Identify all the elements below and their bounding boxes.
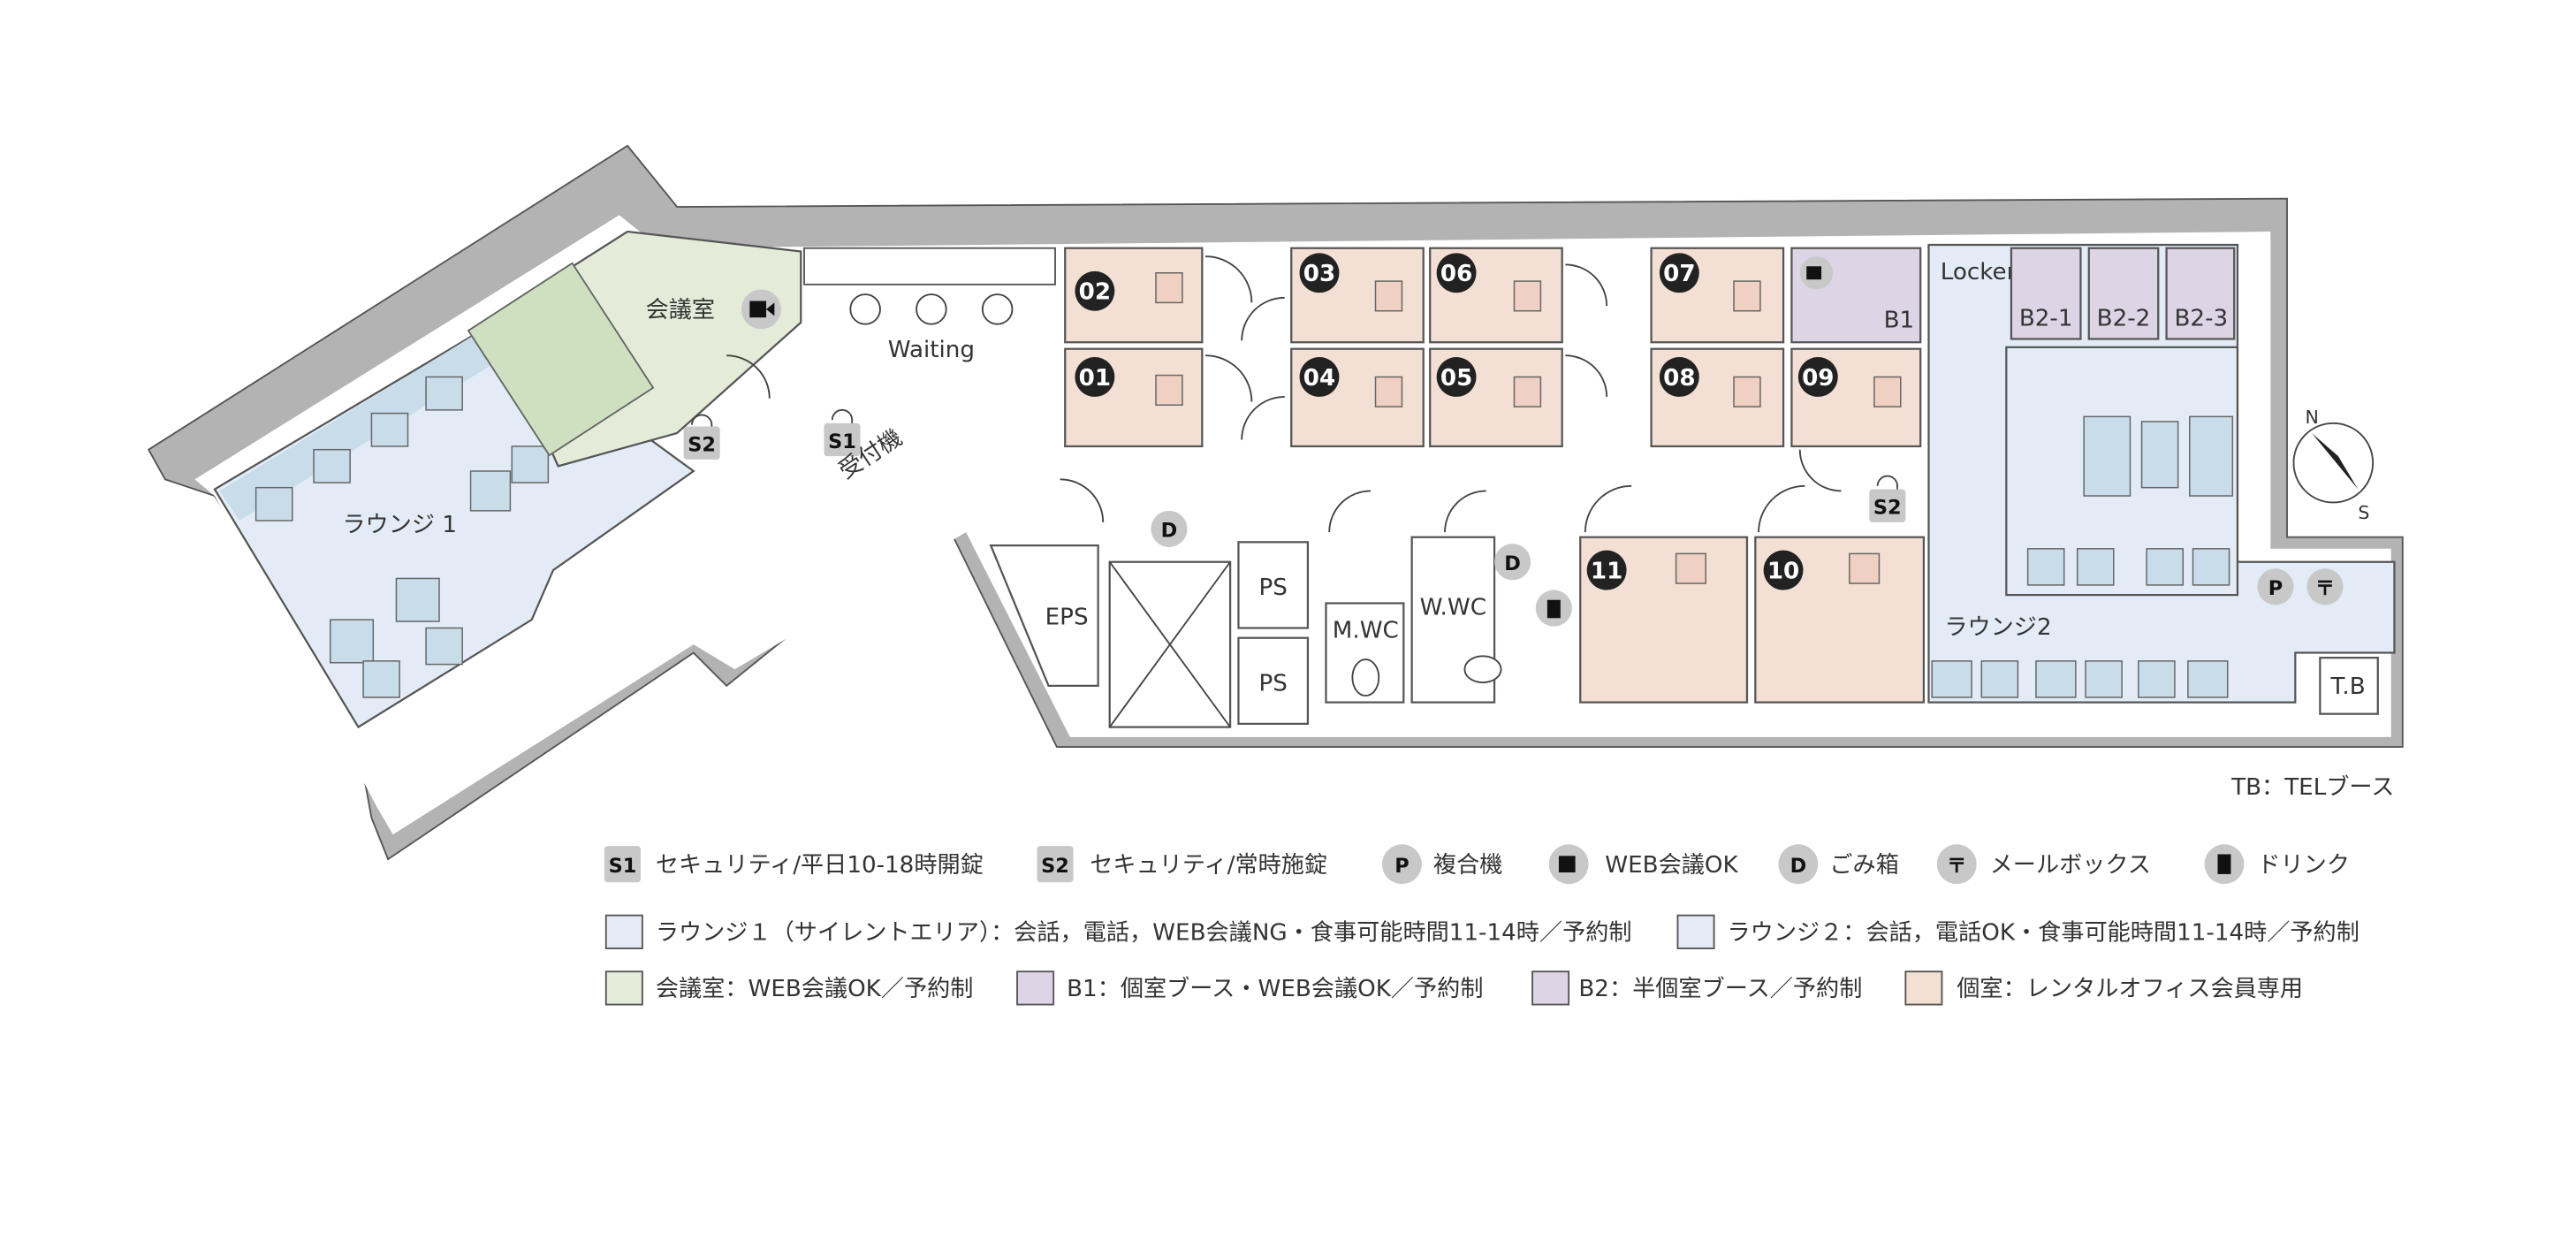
ps-label: PS [1258, 671, 1287, 697]
svg-text:02: 02 [1079, 279, 1111, 306]
svg-text:S2: S2 [1041, 855, 1069, 878]
svg-text:S2: S2 [688, 434, 716, 457]
legend-s2: S2 セキュリティ/常時施錠 [1037, 846, 1327, 883]
svg-text:メールボックス: メールボックス [1990, 852, 2151, 879]
legend-drink: ドリンク [2204, 844, 2350, 885]
waiting-stools [849, 293, 1014, 325]
locker-label: Locker [1941, 259, 2017, 285]
legend-meeting-room: 会議室：WEB会議OK／予約制 [604, 971, 974, 1006]
elevator [1108, 560, 1232, 728]
svg-text:複合機: 複合機 [1433, 852, 1502, 879]
mailbox-icon: 〒 [2306, 568, 2344, 605]
mwc-label: M.WC [1333, 618, 1399, 644]
svg-text:ドリンク: ドリンク [2257, 852, 2350, 879]
security-lock-s2-icon[interactable]: S2 [1869, 475, 1906, 522]
legend-mailbox: 〒 メールボックス [1936, 844, 2151, 885]
legend: S1 セキュリティ/平日10-18時開錠 S2 セキュリティ/常時施錠 P 複合機 W… [604, 844, 2350, 885]
svg-text:ごみ箱: ごみ箱 [1829, 852, 1898, 879]
trash-icon: D [1494, 544, 1531, 581]
svg-text:D: D [1504, 552, 1521, 575]
ps-label: PS [1258, 575, 1287, 601]
tel-booth[interactable] [2319, 657, 2379, 715]
booth-numbers: 02 01 03 04 05 06 07 08 09 10 11 [1075, 253, 1838, 590]
security-lock-s1-icon[interactable]: S1 [824, 408, 861, 457]
svg-text:ラウンジ２：会話，電話OK・食事可能時間11-14時／予約制: ラウンジ２：会話，電話OK・食事可能時間11-14時／予約制 [1728, 920, 2359, 947]
svg-text:〒: 〒 [2315, 577, 2335, 600]
svg-text:05: 05 [1440, 365, 1472, 392]
svg-text:個室：レンタルオフィス会員専用: 個室：レンタルオフィス会員専用 [1957, 976, 2303, 1002]
svg-text:会議室：WEB会議OK／予約制: 会議室：WEB会議OK／予約制 [656, 976, 974, 1002]
private-booths [1064, 247, 1926, 704]
svg-text:07: 07 [1663, 261, 1695, 287]
svg-text:〒: 〒 [1947, 855, 1966, 878]
wwc-label: W.WC [1420, 595, 1486, 621]
b1-label: B1 [1884, 307, 1915, 333]
b2-2-label: B2-2 [2097, 306, 2151, 332]
svg-text:03: 03 [1303, 261, 1335, 287]
svg-text:B1：個室ブース・WEB会議OK／予約制: B1：個室ブース・WEB会議OK／予約制 [1067, 976, 1483, 1002]
b2-1-label: B2-1 [2019, 306, 2073, 332]
lounge2-seats [1931, 415, 2234, 698]
svg-text:S2: S2 [1873, 497, 1902, 520]
svg-text:セキュリティ/平日10-18時開錠: セキュリティ/平日10-18時開錠 [656, 852, 984, 879]
legend-printer: P 複合機 [1382, 844, 1502, 885]
svg-text:04: 04 [1303, 365, 1335, 392]
area-legend: ラウンジ１（サイレントエリア）：会話，電話，WEB会議NG・食事可能時間11-1… [604, 914, 2359, 1006]
legend-lounge1: ラウンジ１（サイレントエリア）：会話，電話，WEB会議NG・食事可能時間11-1… [604, 914, 1632, 949]
legend-b2: B2：半個室ブース／予約制 [1531, 971, 1862, 1006]
tb-label: T.B [2330, 674, 2366, 700]
drink-icon [1535, 590, 1572, 627]
svg-text:B2：半個室ブース／予約制: B2：半個室ブース／予約制 [1578, 976, 1862, 1002]
legend-private-room: 個室：レンタルオフィス会員専用 [1904, 971, 2303, 1006]
svg-text:D: D [1161, 520, 1178, 543]
legend-trash: D ごみ箱 [1778, 844, 1899, 885]
svg-text:ラウンジ１（サイレントエリア）：会話，電話，WEB会議NG・: ラウンジ１（サイレントエリア）：会話，電話，WEB会議NG・食事可能時間11-1… [656, 920, 1632, 947]
legend-b1: B1：個室ブース・WEB会議OK／予約制 [1016, 971, 1483, 1006]
svg-text:09: 09 [1802, 365, 1834, 392]
svg-text:08: 08 [1663, 365, 1695, 392]
meeting-room-label: 会議室 [646, 297, 715, 324]
svg-text:01: 01 [1079, 365, 1111, 392]
svg-text:11: 11 [1591, 558, 1622, 584]
svg-text:S: S [2358, 502, 2369, 523]
svg-text:N: N [2306, 407, 2319, 428]
eps-room [989, 544, 1099, 688]
tb-note: TB：TELブース [2230, 774, 2394, 801]
svg-text:P: P [1394, 855, 1409, 878]
waiting-counter [803, 247, 1056, 285]
svg-text:S1: S1 [828, 430, 856, 453]
legend-s1: S1 セキュリティ/平日10-18時開錠 [604, 846, 984, 883]
compass-icon: N S [2292, 407, 2375, 523]
video-camera-icon [741, 289, 781, 330]
svg-text:WEB会議OK: WEB会議OK [1605, 852, 1738, 879]
legend-video-camera: WEB会議OK [1548, 844, 1739, 885]
security-lock-s2-icon[interactable]: S2 [683, 414, 720, 460]
video-camera-icon [1799, 256, 1834, 290]
svg-text:D: D [1790, 855, 1807, 878]
lounge1-seats [255, 376, 550, 698]
b2-3-label: B2-3 [2174, 306, 2228, 332]
legend-lounge2: ラウンジ２：会話，電話OK・食事可能時間11-14時／予約制 [1676, 914, 2359, 949]
svg-text:S1: S1 [609, 855, 637, 878]
lounge2-label: ラウンジ2 [1944, 614, 2051, 641]
waiting-label: Waiting [888, 337, 975, 363]
eps-label: EPS [1045, 605, 1089, 631]
lounge1-label: ラウンジ 1 [342, 512, 457, 538]
svg-text:10: 10 [1767, 558, 1799, 584]
svg-text:06: 06 [1440, 261, 1472, 287]
svg-text:セキュリティ/常時施錠: セキュリティ/常時施錠 [1090, 852, 1327, 879]
svg-text:P: P [2268, 577, 2283, 600]
trash-icon: D [1151, 510, 1188, 547]
b2-booths[interactable] [2010, 247, 2236, 340]
printer-icon: P [2257, 568, 2294, 605]
